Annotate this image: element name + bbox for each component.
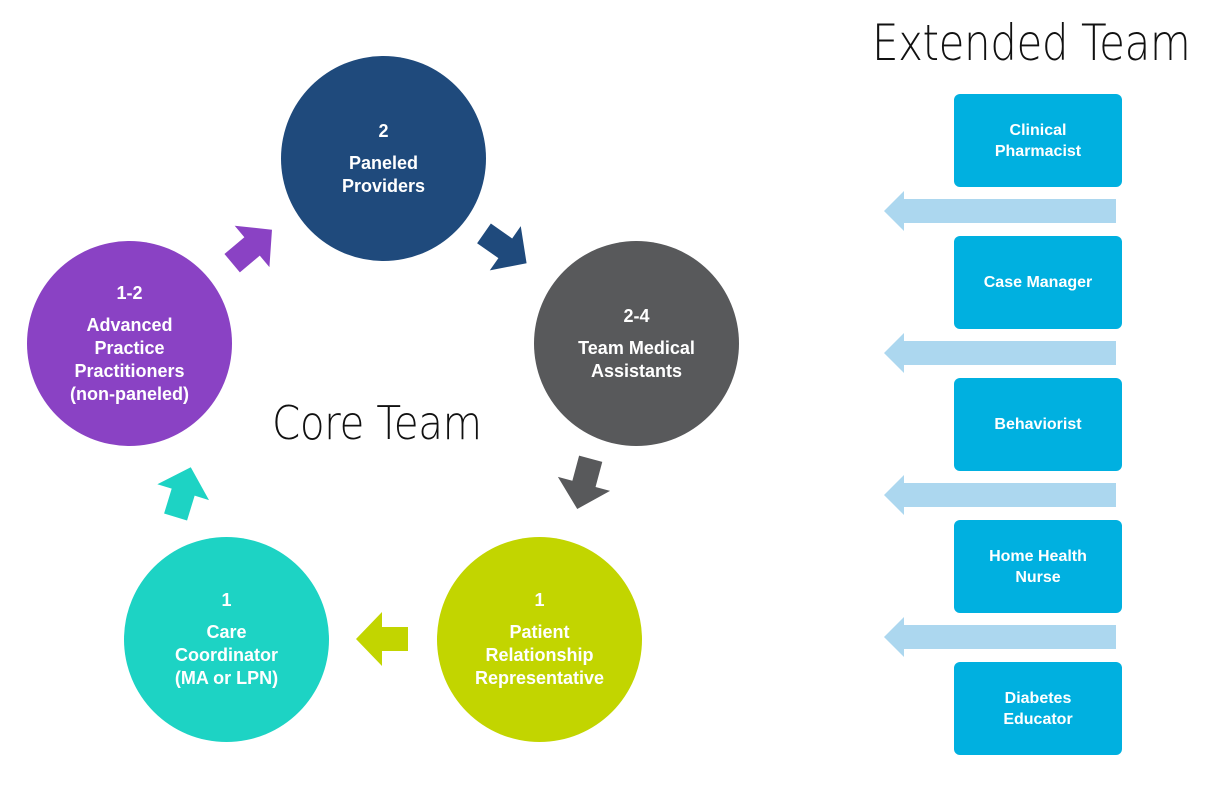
arrow-practitioners-to-providers [224,225,272,273]
role-label: Advanced Practice Practitioners (non-pan… [70,314,189,404]
role-advanced-practice-practitioners: 1-2 Advanced Practice Practitioners (non… [27,241,232,446]
arrow-providers-to-assistants [477,223,527,271]
role-count: 1 [534,590,545,610]
extended-role-diabetes-educator: Diabetes Educator [954,662,1122,755]
role-label: Paneled Providers [341,152,426,196]
extended-role-case-manager: Case Manager [954,236,1122,329]
role-care-coordinator: 1 Care Coordinator (MA or LPN) [124,537,329,742]
extended-arrow-2 [884,333,1116,373]
extended-role-behaviorist: Behaviorist [954,378,1122,471]
role-team-medical-assistants: 2-4 Team Medical Assistants [534,241,739,446]
arrow-coordinator-to-practitioners [157,467,209,521]
role-label: Care Coordinator (MA or LPN) [174,622,279,688]
extended-arrow-1 [884,191,1116,231]
extended-role-home-health-nurse: Home Health Nurse [954,520,1122,613]
role-count: 1 [221,590,232,610]
role-count: 2 [378,120,389,141]
arrow-assistants-to-representative [557,455,611,509]
role-label: Patient Relationship Representative [474,622,605,688]
role-paneled-providers: 2 Paneled Providers [281,56,486,261]
extended-role-clinical-pharmacist: Clinical Pharmacist [954,94,1122,187]
extended-team-title: Extended Team [872,14,1191,72]
extended-arrow-4 [884,617,1116,657]
arrow-representative-to-coordinator [356,612,408,666]
role-patient-relationship-representative: 1 Patient Relationship Representative [437,537,642,742]
extended-arrow-3 [884,475,1116,515]
role-label: Team Medical Assistants [578,337,695,381]
role-count: 1-2 [116,282,143,303]
role-count: 2-4 [623,305,650,326]
core-team-title: Core Team [272,396,482,450]
